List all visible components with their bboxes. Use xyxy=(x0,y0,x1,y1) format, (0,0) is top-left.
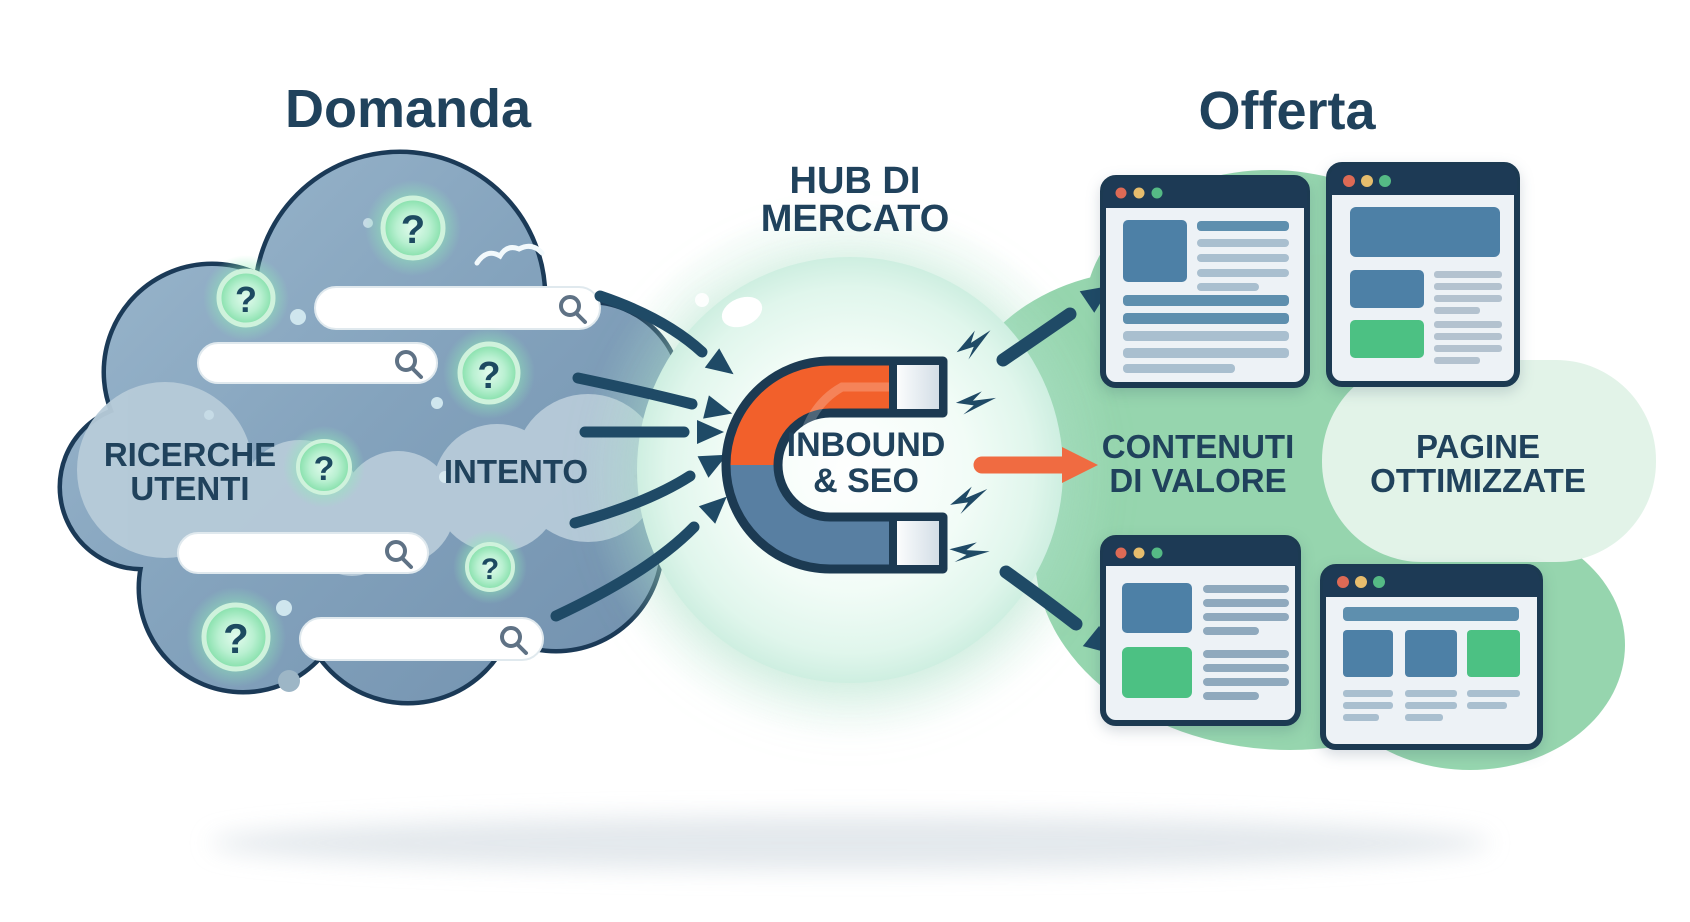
dot-green xyxy=(1151,187,1163,199)
label-pages-line1: PAGINE xyxy=(1416,428,1540,465)
question-glyph: ? xyxy=(223,615,249,662)
window-control-dots xyxy=(1343,175,1391,187)
question-mark-icon: ? xyxy=(365,180,461,276)
arrow-icon xyxy=(572,372,733,419)
magnifier-icon xyxy=(385,540,413,569)
magnet-tip xyxy=(889,357,947,417)
question-mark-icon: ? xyxy=(186,587,286,687)
search-bar xyxy=(177,532,429,574)
arrow-icon xyxy=(569,454,728,529)
blue-block xyxy=(1122,583,1192,633)
window-control-dots xyxy=(1115,187,1163,199)
arrow-icon xyxy=(594,290,734,375)
green-block xyxy=(1467,630,1520,677)
bubble xyxy=(637,257,1063,683)
window-control-dots xyxy=(1115,547,1163,559)
dot-yellow xyxy=(1361,175,1373,187)
text-lines xyxy=(1203,585,1289,700)
magnifier-icon xyxy=(559,295,587,324)
search-bar xyxy=(299,617,544,661)
dot-yellow xyxy=(1133,187,1145,199)
lightning-icon xyxy=(949,542,990,563)
orange-arrow-icon xyxy=(973,447,1098,483)
blue-blocks xyxy=(1350,207,1500,308)
lightning-icon xyxy=(950,486,988,514)
label-user-searches-line1: RICERCHE xyxy=(104,436,276,473)
title-bar xyxy=(1103,178,1307,208)
dot-red xyxy=(1337,576,1349,588)
green-block xyxy=(1122,647,1192,698)
demand-title: Domanda xyxy=(285,79,532,139)
question-mark-icon: ? xyxy=(203,255,289,341)
label-content-line2: DI VALORE xyxy=(1109,462,1286,499)
question-badges: ? ? ? ? ? ? xyxy=(186,180,535,687)
search-bar xyxy=(314,286,601,330)
question-mark-icon: ? xyxy=(283,426,365,508)
magnifier-icon xyxy=(395,350,423,379)
bubble-highlight xyxy=(695,293,709,307)
pages-label-pill xyxy=(1322,360,1656,562)
dot-yellow xyxy=(1133,547,1145,559)
lightning-bolts xyxy=(949,330,996,563)
image-block xyxy=(1123,220,1187,282)
dot-green xyxy=(1373,576,1385,588)
blue-blocks xyxy=(1343,630,1457,677)
offer-title: Offerta xyxy=(1198,81,1376,141)
label-intent: INTENTO xyxy=(444,453,588,490)
browser-window xyxy=(1100,535,1301,726)
browser-window xyxy=(1320,564,1543,750)
cloud-dots xyxy=(204,218,451,692)
question-glyph: ? xyxy=(477,355,500,397)
outbound-arrows xyxy=(973,285,1114,655)
question-mark-icon: ? xyxy=(443,327,535,419)
text-lines xyxy=(1343,690,1520,721)
window-control-dots xyxy=(1337,576,1385,588)
title-bar xyxy=(1323,567,1540,597)
magnet-label-line2: & SEO xyxy=(813,462,919,500)
magnet-sheen xyxy=(797,382,925,457)
arrow-icon xyxy=(550,496,727,622)
bird-doodle-icon xyxy=(474,243,545,266)
magnet-label-line1: INBOUND xyxy=(787,426,946,464)
magnet-icon xyxy=(721,356,948,574)
text-lines-gray xyxy=(1123,239,1289,373)
label-pages-line2: OTTIMIZZATE xyxy=(1370,462,1586,499)
bubble-highlight xyxy=(721,296,763,328)
browser-window xyxy=(1326,162,1520,387)
dot-red xyxy=(1115,547,1127,559)
browser-window xyxy=(1100,175,1310,388)
magnet-tip xyxy=(889,513,947,573)
nav-bar-block xyxy=(1343,607,1519,621)
question-glyph: ? xyxy=(314,450,335,488)
question-glyph: ? xyxy=(401,208,425,252)
dot-green xyxy=(1379,175,1391,187)
question-mark-icon: ? xyxy=(453,530,527,604)
dot-green xyxy=(1151,547,1163,559)
title-bar xyxy=(1329,165,1517,195)
label-user-searches-line2: UTENTI xyxy=(130,470,249,507)
title-bar xyxy=(1103,538,1298,566)
search-bar xyxy=(197,342,438,384)
arrow-icon xyxy=(579,420,724,444)
hub-title-line2: MERCATO xyxy=(761,198,950,240)
dot-red xyxy=(1343,175,1355,187)
question-glyph: ? xyxy=(235,279,257,320)
green-block xyxy=(1350,320,1424,358)
question-glyph: ? xyxy=(481,553,499,586)
inbound-arrows xyxy=(550,290,734,622)
ground-shadow xyxy=(210,816,1490,870)
text-lines-teal xyxy=(1123,221,1289,324)
magnifier-icon xyxy=(500,626,528,655)
dot-yellow xyxy=(1355,576,1367,588)
label-content-line1: CONTENUTI xyxy=(1102,428,1295,465)
text-lines xyxy=(1434,271,1502,364)
lightning-icon xyxy=(956,330,991,360)
lightning-icon xyxy=(955,391,996,415)
dot-red xyxy=(1115,187,1127,199)
search-bars xyxy=(177,286,601,661)
hub-title-line1: HUB DI xyxy=(790,160,921,202)
